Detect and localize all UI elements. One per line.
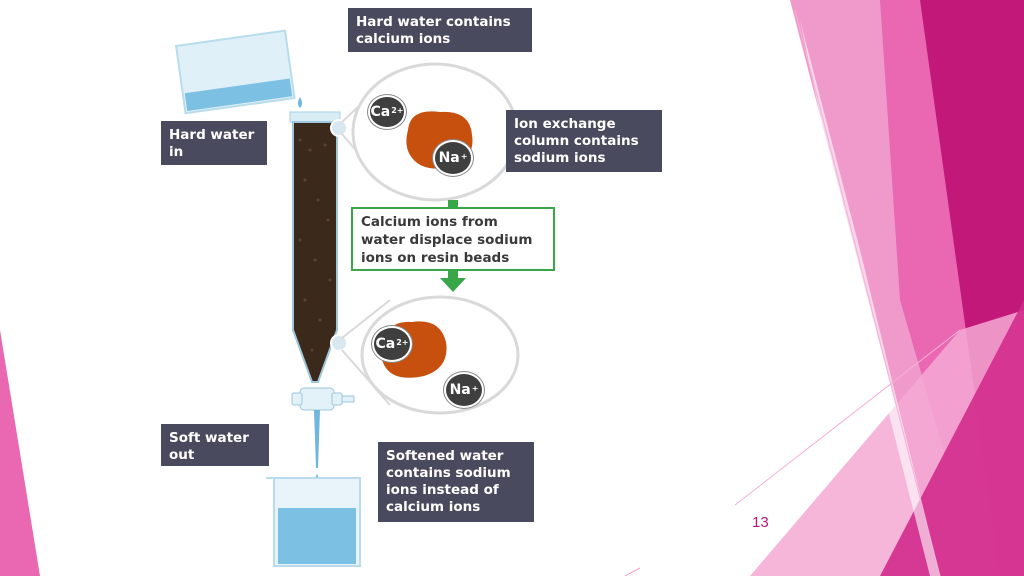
label-hard-water-in: Hard water in [161,121,267,165]
magnifier-point-bottom [330,334,348,352]
resin-texture [298,138,332,352]
slide-number: 13 [752,514,769,531]
thin-line-2 [734,329,961,506]
sodium-ion-charge: + [460,151,468,161]
water-drop [298,97,302,108]
sodium-ion-symbol: Na [438,150,460,166]
label-calcium-displace-sodium: Calcium ions from water displace sodium … [351,207,555,271]
arrow-stem [448,270,458,278]
zoom-line-bottom-2 [341,349,391,406]
label-hard-water-contains: Hard water contains calcium ions [348,8,532,52]
pouring-beaker [174,29,296,115]
thin-line-3 [624,567,641,576]
soft-water-stream [314,410,320,468]
label-soft-water-out: Soft water out [161,424,269,466]
white-sliver [800,20,940,576]
magnifier-point-top [330,119,348,137]
label-ion-exchange-column: Ion exchange column contains sodium ions [506,110,662,172]
calcium-ion-charge: 2+ [391,105,404,115]
arrow-head [440,278,466,292]
column-tap [291,387,355,411]
pointer-dot [493,139,499,145]
zoom-line-bottom-1 [341,299,391,339]
thin-line-1 [794,9,941,576]
receiving-beaker [266,477,361,567]
left-pink-triangle [0,330,40,576]
arrow-stem-top [448,200,458,208]
sodium-ion-top: Na+ [433,140,473,176]
calcium-ion-symbol: Ca [370,104,391,120]
column-rim [289,111,341,123]
calcium-ion-symbol: Ca [375,336,396,352]
label-softened-water: Softened water contains sodium ions inst… [378,442,534,522]
calcium-ion-charge: 2+ [396,337,409,347]
sodium-ion-symbol: Na [449,382,471,398]
sodium-ion-charge: + [471,383,479,393]
sodium-ion-bottom: Na+ [444,372,484,408]
